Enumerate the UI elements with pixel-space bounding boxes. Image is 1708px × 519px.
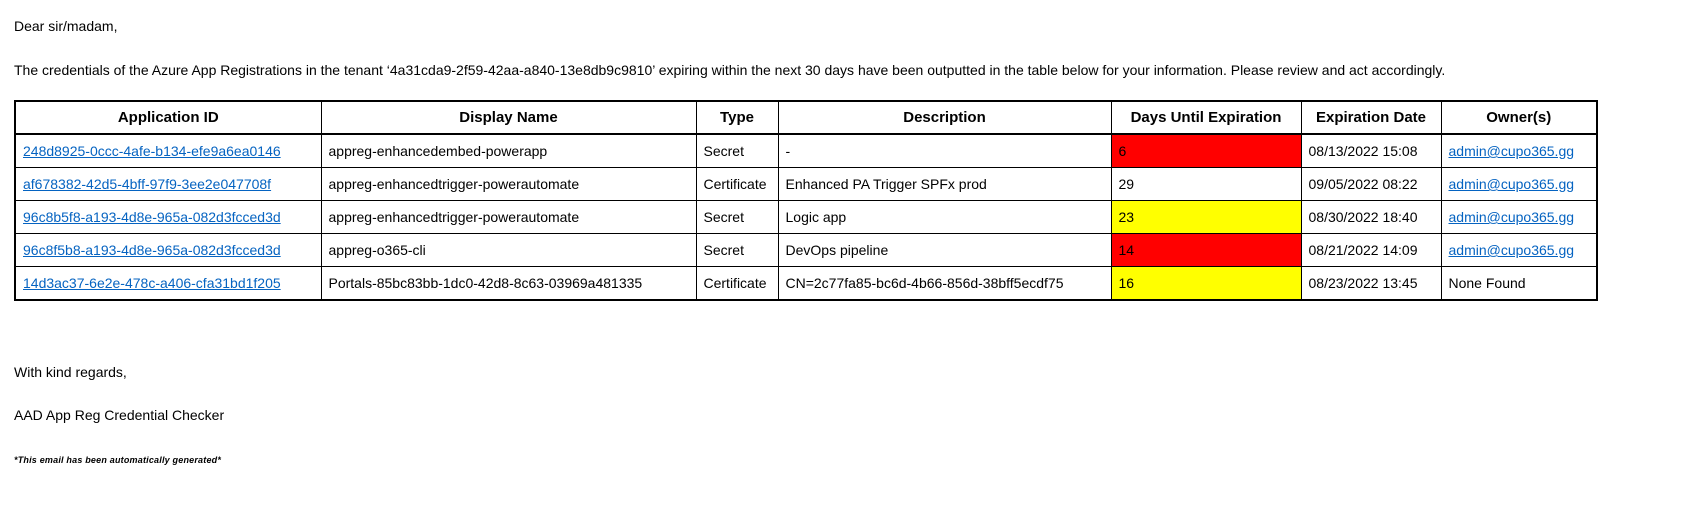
application-id-cell: af678382-42d5-4bff-97f9-3ee2e047708f [14, 167, 322, 201]
closing-text: With kind regards, [14, 364, 127, 380]
header-display-name: Display Name [320, 100, 697, 135]
table-row: af678382-42d5-4bff-97f9-3ee2e047708f appr… [14, 167, 1598, 201]
description-cell: Enhanced PA Trigger SPFx prod [777, 167, 1112, 201]
auto-generated-note: *This email has been automatically gener… [14, 455, 222, 465]
days-until-expiration-cell: 6 [1110, 133, 1302, 168]
display-name-cell: appreg-o365-cli [320, 233, 697, 267]
owner-cell: admin@cupo365.gg [1440, 167, 1598, 201]
expiration-date-cell: 08/13/2022 15:08 [1300, 133, 1442, 168]
header-type: Type [695, 100, 779, 135]
table-row: 14d3ac37-6e2e-478c-a406-cfa31bd1f205 Port… [14, 266, 1598, 301]
description-cell: DevOps pipeline [777, 233, 1112, 267]
application-id-cell: 96c8b5f8-a193-4d8e-965a-082d3fcced3d [14, 200, 322, 234]
table-row: 96c8f5b8-a193-4d8e-965a-082d3fcced3d appr… [14, 233, 1598, 267]
type-cell: Certificate [695, 167, 779, 201]
application-id-link[interactable]: 14d3ac37-6e2e-478c-a406-cfa31bd1f205 [23, 275, 281, 291]
application-id-link[interactable]: 96c8f5b8-a193-4d8e-965a-082d3fcced3d [23, 242, 281, 258]
application-id-cell: 96c8f5b8-a193-4d8e-965a-082d3fcced3d [14, 233, 322, 267]
description-cell: CN=2c77fa85-bc6d-4b66-856d-38bff5ecdf75 [777, 266, 1112, 301]
display-name-cell: appreg-enhancedtrigger-powerautomate [320, 167, 697, 201]
days-until-expiration-cell: 23 [1110, 200, 1302, 234]
type-cell: Secret [695, 133, 779, 168]
owner-link[interactable]: admin@cupo365.gg [1448, 176, 1575, 192]
intro-text: The credentials of the Azure App Registr… [14, 62, 1446, 78]
expiration-date-cell: 08/21/2022 14:09 [1300, 233, 1442, 267]
application-id-cell: 248d8925-0ccc-4afe-b134-efe9a6ea0146 [14, 133, 322, 168]
type-cell: Secret [695, 233, 779, 267]
application-id-link[interactable]: af678382-42d5-4bff-97f9-3ee2e047708f [23, 176, 272, 192]
display-name-cell: appreg-enhancedembed-powerapp [320, 133, 697, 168]
display-name-cell: appreg-enhancedtrigger-powerautomate [320, 200, 697, 234]
expiration-date-cell: 08/23/2022 13:45 [1300, 266, 1442, 301]
description-cell: - [777, 133, 1112, 168]
header-application-id: Application ID [14, 100, 322, 135]
header-expiration-date: Expiration Date [1300, 100, 1442, 135]
table-row: 248d8925-0ccc-4afe-b134-efe9a6ea0146 appr… [14, 133, 1598, 168]
signature-text: AAD App Reg Credential Checker [14, 407, 225, 423]
table-header-row: Application ID Display Name Type Descrip… [14, 100, 1598, 135]
days-until-expiration-cell: 14 [1110, 233, 1302, 267]
owner-cell: None Found [1440, 266, 1598, 301]
application-id-cell: 14d3ac37-6e2e-478c-a406-cfa31bd1f205 [14, 266, 322, 301]
type-cell: Certificate [695, 266, 779, 301]
expiration-date-cell: 09/05/2022 08:22 [1300, 167, 1442, 201]
credentials-table: Application ID Display Name Type Descrip… [14, 100, 1598, 301]
owner-link[interactable]: admin@cupo365.gg [1448, 242, 1575, 258]
application-id-link[interactable]: 96c8b5f8-a193-4d8e-965a-082d3fcced3d [23, 209, 281, 225]
header-owners: Owner(s) [1440, 100, 1598, 135]
greeting-text: Dear sir/madam, [14, 18, 118, 34]
description-cell: Logic app [777, 200, 1112, 234]
expiration-date-cell: 08/30/2022 18:40 [1300, 200, 1442, 234]
owner-cell: admin@cupo365.gg [1440, 233, 1598, 267]
type-cell: Secret [695, 200, 779, 234]
header-description: Description [777, 100, 1112, 135]
application-id-link[interactable]: 248d8925-0ccc-4afe-b134-efe9a6ea0146 [23, 143, 281, 159]
owner-link[interactable]: admin@cupo365.gg [1448, 143, 1575, 159]
owner-cell: admin@cupo365.gg [1440, 200, 1598, 234]
owner-cell: admin@cupo365.gg [1440, 133, 1598, 168]
header-days-until-expiration: Days Until Expiration [1110, 100, 1302, 135]
credentials-table-body: 248d8925-0ccc-4afe-b134-efe9a6ea0146 appr… [14, 133, 1598, 301]
display-name-cell: Portals-85bc83bb-1dc0-42d8-8c63-03969a48… [320, 266, 697, 301]
owner-link[interactable]: admin@cupo365.gg [1448, 209, 1575, 225]
days-until-expiration-cell: 29 [1110, 167, 1302, 201]
days-until-expiration-cell: 16 [1110, 266, 1302, 301]
table-row: 96c8b5f8-a193-4d8e-965a-082d3fcced3d appr… [14, 200, 1598, 234]
